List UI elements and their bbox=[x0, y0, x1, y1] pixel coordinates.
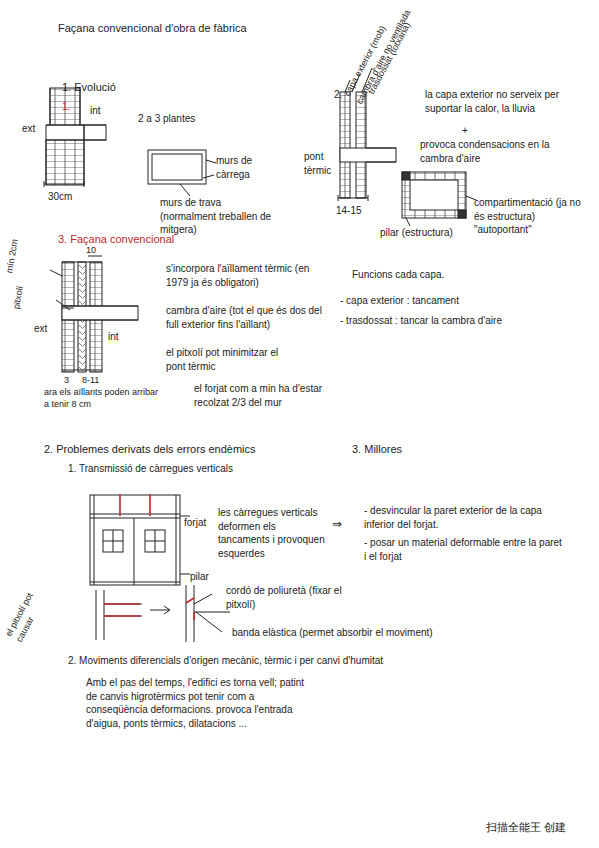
note-text: banda elàstica (permet absorbir el movim… bbox=[232, 626, 512, 640]
note-text: - capa exterior : tancament bbox=[340, 294, 459, 308]
note-text: el pitxolí pot causar bbox=[3, 571, 57, 644]
note-text: murs de càrrega bbox=[216, 154, 276, 181]
note-text: mín 2cm bbox=[3, 233, 22, 275]
note-text: 3. Millores bbox=[352, 442, 402, 457]
note-text: 8-11 bbox=[82, 374, 99, 386]
note-text: s'incorpora l'aïllament tèrmic (en 1979 … bbox=[166, 262, 326, 289]
note-text: 3. Façana convencional bbox=[58, 232, 174, 247]
note-text: int bbox=[108, 330, 119, 344]
note-text: + bbox=[462, 124, 468, 138]
note-text: 2. Problemes derivats dels errors endèmi… bbox=[44, 442, 256, 457]
note-text: 3 bbox=[64, 374, 69, 386]
note-text: 10 bbox=[86, 244, 96, 256]
note-text: 2. Moviments diferencials d'origen mecàn… bbox=[68, 654, 508, 668]
note-text: Funcions cada capa. bbox=[352, 268, 444, 282]
note-text: el pitxolí pot minimitzar el pont tèrmic bbox=[166, 346, 296, 373]
note-text: ext bbox=[34, 322, 47, 336]
note-text: int bbox=[90, 104, 101, 118]
note-text: ⇒ bbox=[332, 516, 342, 532]
note-text: 2 a 3 plantes bbox=[138, 112, 195, 126]
note-text: pilar (estructura) bbox=[380, 226, 453, 240]
note-text: Amb el pas del temps, l'edifici es torna… bbox=[86, 676, 306, 730]
note-text: pont tèrmic bbox=[304, 150, 340, 177]
note-text: 1. Evolució bbox=[62, 80, 116, 95]
note-text: forjat bbox=[184, 516, 206, 530]
note-text: la capa exterior no serveix per suportar… bbox=[425, 88, 575, 115]
note-text: 14-15 bbox=[336, 204, 362, 218]
note-text: les càrregues verticals deformen els tan… bbox=[218, 506, 328, 560]
note-text: - trasdossat : tancar la cambra d'aire bbox=[340, 314, 550, 328]
note-text: cambra d'aire (tot el que és dos del ful… bbox=[166, 304, 326, 331]
page-title: Façana convencional d'obra de fàbrica bbox=[58, 22, 247, 34]
note-text: compartimentació (ja no és estructura) "… bbox=[474, 196, 594, 237]
note-text: 30cm bbox=[48, 190, 72, 204]
note-text: murs de trava (normalment treballen de m… bbox=[160, 196, 280, 237]
note-text: - posar un material deformable entre la … bbox=[364, 536, 564, 563]
note-text: pitxolí bbox=[10, 269, 29, 311]
note-text: cordó de poliuretà (fixar el pitxolí) bbox=[226, 584, 366, 611]
note-text: provoca condensacions en la cambra d'air… bbox=[420, 138, 570, 165]
note-text: 1. Transmissió de càrregues verticals bbox=[68, 462, 233, 476]
note-text: el forjat com a min ha d'estar recolzat … bbox=[194, 382, 344, 409]
note-text: 2. bbox=[334, 88, 342, 102]
note-text: ext bbox=[22, 122, 35, 136]
note-text: - desvincular la paret exterior de la ca… bbox=[364, 504, 564, 531]
note-text: ara els aïllants poden arribar a tenir 8… bbox=[44, 386, 164, 410]
note-text: pilar bbox=[190, 570, 209, 584]
note-text: 1. bbox=[62, 100, 70, 114]
note-text: 扫描全能王 创建 bbox=[486, 820, 566, 835]
